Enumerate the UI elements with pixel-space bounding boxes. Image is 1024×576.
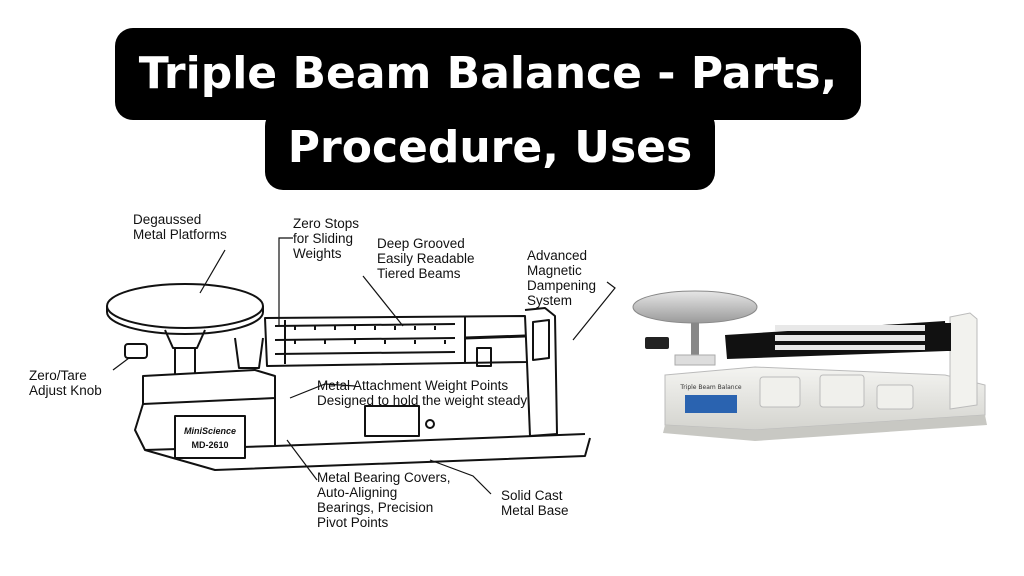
label-tiered-beams: Deep Grooved Easily Readable Tiered Beam… <box>377 236 475 281</box>
balance-photo-illustration: Triple Beam Balance <box>632 290 987 441</box>
label-bearing-covers: Metal Bearing Covers, Auto-Aligning Bear… <box>317 470 451 530</box>
title-banner-line-2: Procedure, Uses <box>265 108 715 190</box>
label-magnetic-dampening: Advanced Magnetic Dampening System <box>527 248 597 308</box>
title-banner-line-1: Triple Beam Balance - Parts, <box>115 28 861 120</box>
photo-plate-text: Triple Beam Balance <box>679 384 741 391</box>
label-solid-cast-base: Solid Cast Metal Base <box>501 488 569 518</box>
brand-name: MiniScience <box>184 426 236 436</box>
label-metal-platforms: Degaussed Metal Platforms <box>133 212 227 242</box>
balance-diagram: MiniScience MD-2610 Degaussed Metal Plat… <box>25 198 625 548</box>
balance-photo: Triple Beam Balance <box>615 255 1005 470</box>
label-zero-tare-knob: Zero/Tare Adjust Knob <box>29 368 102 398</box>
page-title-line-2: Procedure, Uses <box>287 122 693 173</box>
page-title-line-1: Triple Beam Balance - Parts, <box>138 48 838 99</box>
label-attachment-weight-points: Metal Attachment Weight Points Designed … <box>317 378 528 408</box>
model-number: MD-2610 <box>191 440 228 450</box>
balance-line-art: MiniScience MD-2610 <box>106 237 616 495</box>
label-zero-stops: Zero Stops for Sliding Weights <box>293 216 360 261</box>
